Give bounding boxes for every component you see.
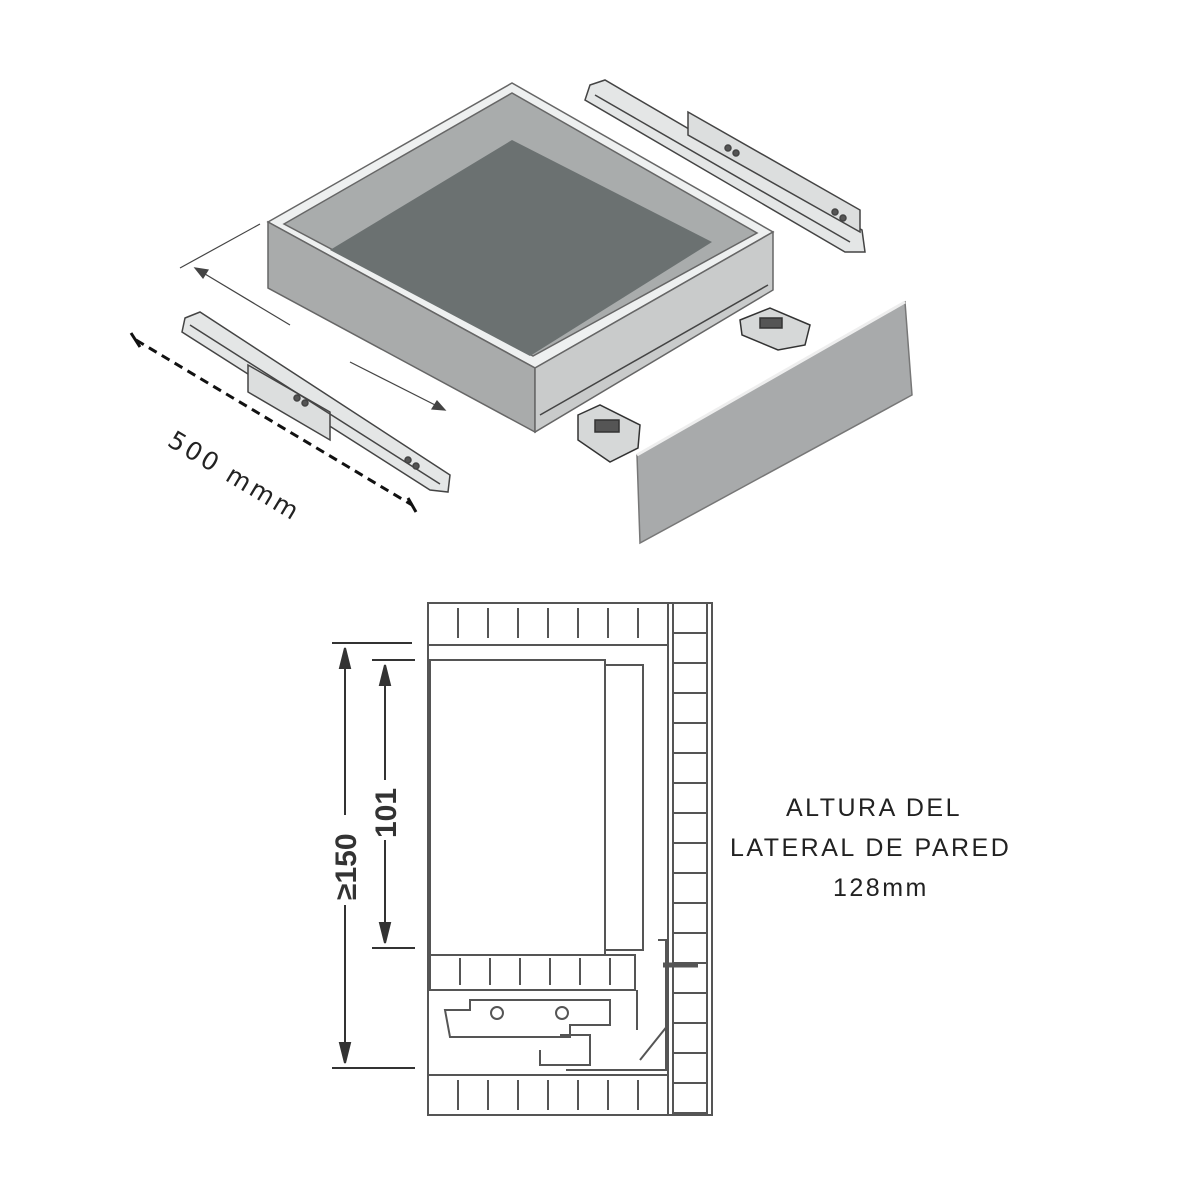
dashed-length-line bbox=[129, 332, 418, 513]
right-runner bbox=[584, 79, 866, 253]
left-runner bbox=[181, 311, 451, 493]
caption-line-3: 128mm bbox=[833, 874, 929, 902]
drawer-side bbox=[429, 659, 606, 956]
length-dimension-arrow bbox=[179, 223, 447, 411]
dimension-101 bbox=[372, 659, 415, 949]
drawer-box bbox=[266, 82, 775, 434]
locking-clip-right bbox=[739, 307, 811, 351]
caption-line-2: LATERAL DE PARED bbox=[730, 834, 1012, 862]
panel-hatching bbox=[457, 603, 708, 1115]
locking-clip-left bbox=[577, 404, 641, 463]
cross-section bbox=[427, 602, 713, 1116]
dimension-101-label: 101 bbox=[370, 788, 403, 838]
dimension-150 bbox=[332, 642, 415, 1069]
drawer-bottom bbox=[429, 954, 636, 991]
caption-line-1: ALTURA DEL bbox=[786, 794, 962, 822]
dimension-150-label: ≥150 bbox=[330, 833, 363, 900]
cabinet-side-wall bbox=[667, 602, 713, 1116]
